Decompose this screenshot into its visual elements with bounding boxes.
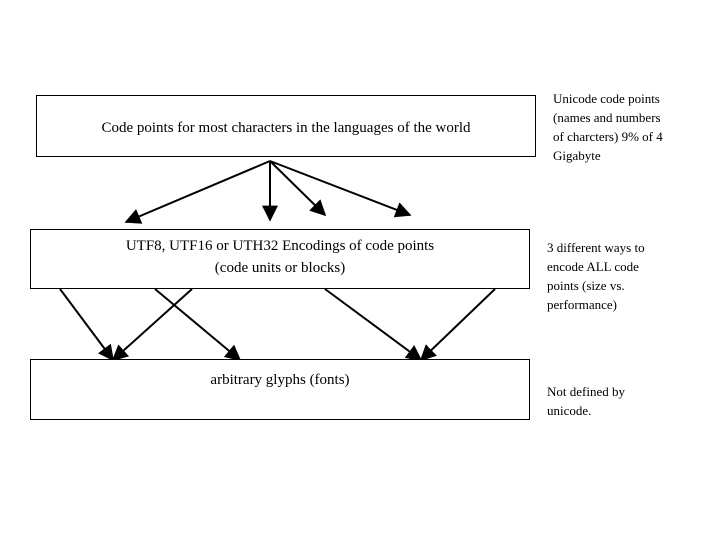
arrow-mid-to-bot-1 (59, 288, 114, 362)
arrow-mid-to-bot-5 (111, 288, 193, 362)
glyphs-box: arbitrary glyphs (fonts) (30, 359, 530, 420)
arrow-mid-to-bot-4 (419, 288, 496, 362)
encodings-note: 3 different ways to encode ALL code poin… (547, 240, 645, 312)
glyphs-note: Not defined by unicode. (547, 384, 625, 418)
encodings-label: UTF8, UTF16 or UTH32 Encodings of code p… (125, 238, 435, 254)
arrow-top-to-mid-4 (269, 160, 412, 218)
code-points-label: Code points for most characters in the l… (101, 120, 471, 136)
arrow-top-to-mid-3 (269, 160, 327, 217)
encodings-sublabel: (code units or blocks) (214, 260, 346, 276)
encodings-box: UTF8, UTF16 or UTH32 Encodings of code p… (30, 229, 530, 289)
arrow-mid-to-bot-2 (154, 288, 242, 362)
arrow-top-to-mid-1 (124, 160, 271, 224)
code-points-box: Code points for most characters in the l… (36, 95, 536, 157)
code-points-note: Unicode code points (names and numbers o… (553, 91, 663, 163)
arrow-mid-to-bot-3 (324, 288, 423, 361)
glyphs-label: arbitrary glyphs (fonts) (210, 372, 350, 388)
